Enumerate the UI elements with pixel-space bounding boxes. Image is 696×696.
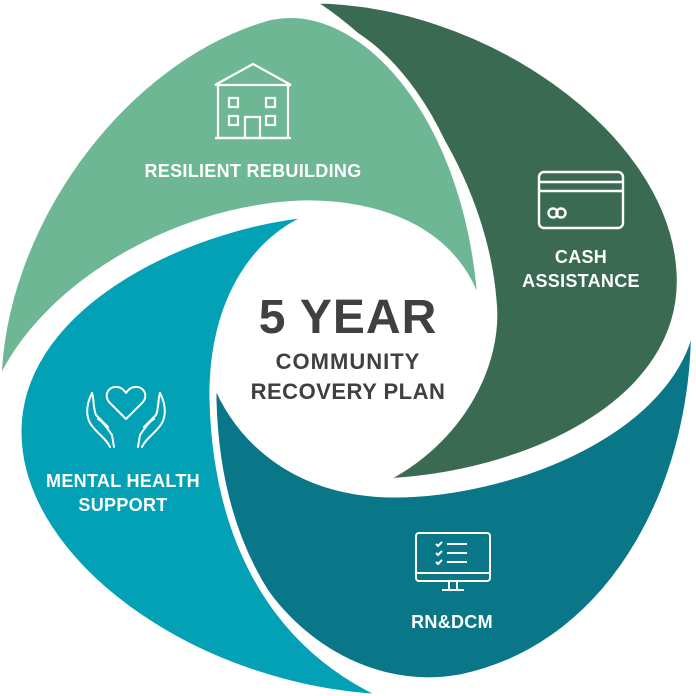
title-line1: COMMUNITY <box>275 349 421 374</box>
title-big: 5 YEAR <box>258 291 438 344</box>
label-line: ASSISTANCE <box>522 271 640 291</box>
title-line2: RECOVERY PLAN <box>250 379 446 404</box>
segment-mental-health-support <box>14 209 392 696</box>
heart-hands-icon <box>86 385 166 448</box>
label-line: CASH <box>554 247 608 267</box>
label-resilient-rebuilding: RESILIENT REBUILDING <box>144 161 362 181</box>
credit-card-icon <box>537 170 625 230</box>
label-line: SUPPORT <box>78 495 168 515</box>
label-cash-assistance: CASH ASSISTANCE <box>522 245 640 293</box>
house-icon <box>214 62 292 140</box>
label-rn-dcm: RN&DCM <box>411 612 493 632</box>
monitor-checklist-icon <box>415 532 491 591</box>
label-line: MENTAL HEALTH <box>46 471 200 491</box>
segment-cash-assistance <box>301 0 684 486</box>
segment-resilient-rebuilding <box>0 11 486 390</box>
label-mental-health-support: MENTAL HEALTH SUPPORT <box>46 469 200 517</box>
